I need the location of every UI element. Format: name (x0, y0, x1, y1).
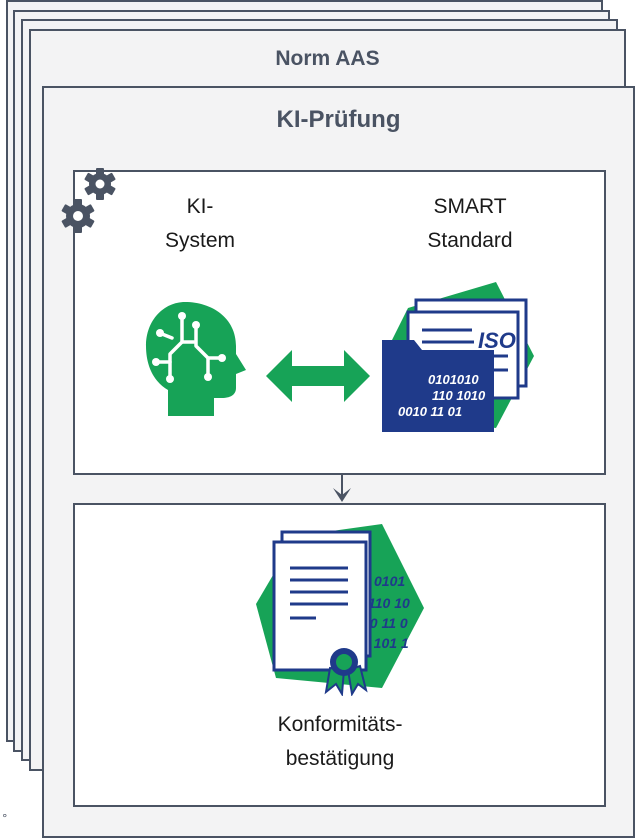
smart-standard-label: SMART Standard (427, 195, 513, 252)
svg-text:110 1010: 110 1010 (432, 388, 486, 403)
svg-text:0101010: 0101010 (428, 372, 479, 387)
conformity-label: Konformitäts- bestätigung (277, 713, 403, 770)
double-arrow-icon (266, 350, 370, 402)
ai-head-icon (146, 302, 246, 416)
norm-aas-title: Norm AAS (275, 47, 380, 70)
svg-text:0010 11 01: 0010 11 01 (398, 404, 462, 419)
svg-text:110 10: 110 10 (368, 595, 410, 611)
svg-text:0 101 1: 0 101 1 (362, 635, 409, 651)
ki-system-label: KI- System (164, 195, 235, 252)
iso-text: ISO (478, 328, 516, 353)
footnote-mark: ° (2, 812, 8, 825)
svg-text:0101: 0101 (374, 573, 405, 589)
certificate-icon: 0101 110 10 10 11 0 0 101 1 (256, 524, 424, 696)
svg-text:10 11 0: 10 11 0 (362, 615, 408, 631)
gears-icon (61, 168, 116, 233)
ki-pruefung-title: KI-Prüfung (276, 106, 401, 133)
down-arrow-icon (333, 474, 351, 502)
iso-standard-icon: ISO 0101010 110 1010 0010 11 01 (382, 282, 534, 432)
